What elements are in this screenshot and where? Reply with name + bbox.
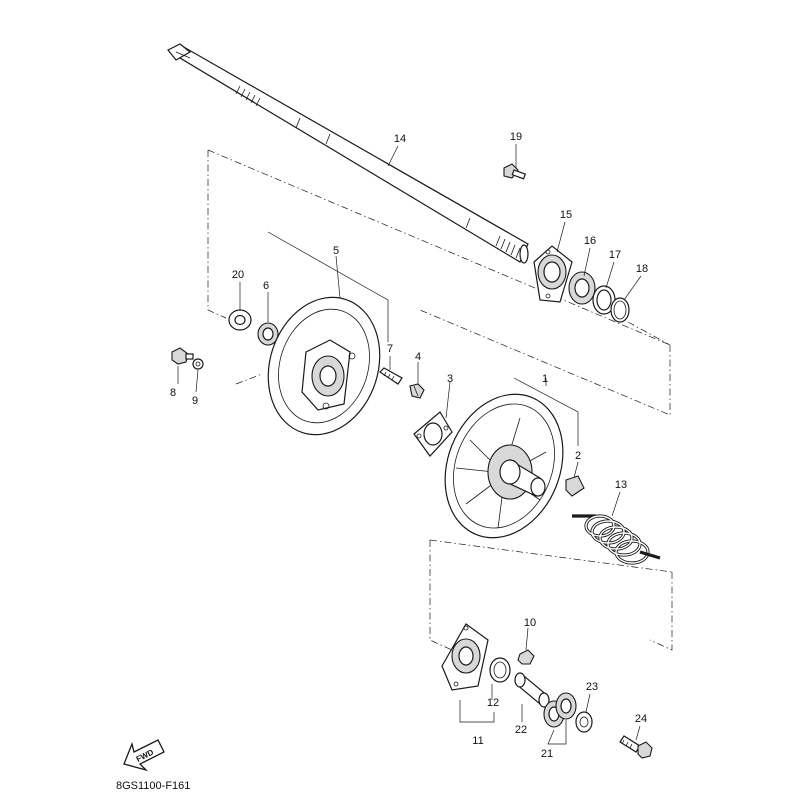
bolt-24 bbox=[619, 735, 653, 759]
pin-7 bbox=[379, 367, 403, 385]
rollers-21 bbox=[543, 692, 577, 728]
bolt-19 bbox=[503, 163, 527, 180]
callout-6: 6 bbox=[263, 280, 269, 292]
callout-7: 7 bbox=[387, 343, 393, 355]
callout-12: 12 bbox=[487, 697, 499, 709]
spring-13 bbox=[572, 514, 661, 565]
callout-13: 13 bbox=[615, 479, 627, 491]
callout-2: 2 bbox=[575, 450, 581, 462]
callout-4: 4 bbox=[415, 351, 421, 363]
sleeve-22 bbox=[514, 672, 550, 708]
callout-19: 19 bbox=[510, 131, 522, 143]
bolt-4 bbox=[409, 383, 425, 399]
callout-16: 16 bbox=[584, 235, 596, 247]
callout-numbers: 1 2 3 4 5 6 7 8 9 10 11 12 13 14 15 16 1… bbox=[170, 131, 648, 760]
plate-3 bbox=[413, 411, 453, 457]
callout-20: 20 bbox=[232, 269, 244, 281]
nut-10 bbox=[517, 649, 535, 665]
callout-17: 17 bbox=[609, 249, 621, 261]
diagram-reference-code: 8GS1100-F161 bbox=[116, 780, 190, 792]
callout-11: 11 bbox=[472, 735, 483, 747]
fixed-sheave-5 bbox=[267, 296, 381, 436]
callout-8: 8 bbox=[170, 387, 176, 399]
shaft-splines bbox=[235, 85, 521, 259]
dashed-assembly-frames bbox=[207, 149, 673, 651]
bushing-6 bbox=[257, 322, 279, 346]
callout-21: 21 bbox=[541, 748, 553, 760]
slider-2 bbox=[565, 475, 585, 497]
callout-leaders bbox=[177, 144, 642, 745]
callout-24: 24 bbox=[635, 713, 647, 725]
callout-14: 14 bbox=[394, 133, 406, 145]
bushing-12 bbox=[489, 657, 511, 683]
callout-15: 15 bbox=[560, 209, 572, 221]
bearing-16 bbox=[568, 271, 596, 305]
callout-9: 9 bbox=[192, 395, 198, 407]
callout-1: 1 bbox=[542, 373, 548, 385]
bolt-8 bbox=[171, 347, 194, 365]
circlip-18 bbox=[610, 297, 630, 323]
washer-9 bbox=[192, 358, 204, 370]
callout-10: 10 bbox=[524, 617, 536, 629]
washer-23 bbox=[575, 711, 593, 733]
cam-housing-11 bbox=[441, 623, 489, 691]
callout-23: 23 bbox=[586, 681, 598, 693]
washer-20 bbox=[228, 309, 252, 331]
callout-22: 22 bbox=[515, 724, 527, 736]
callout-18: 18 bbox=[636, 263, 648, 275]
movable-sheave-1 bbox=[444, 393, 564, 539]
fwd-arrow-icon: FWD bbox=[123, 739, 165, 772]
callout-3: 3 bbox=[447, 373, 453, 385]
drive-shaft bbox=[167, 43, 529, 264]
callout-5: 5 bbox=[333, 245, 339, 257]
bearing-flange-15 bbox=[533, 245, 573, 303]
